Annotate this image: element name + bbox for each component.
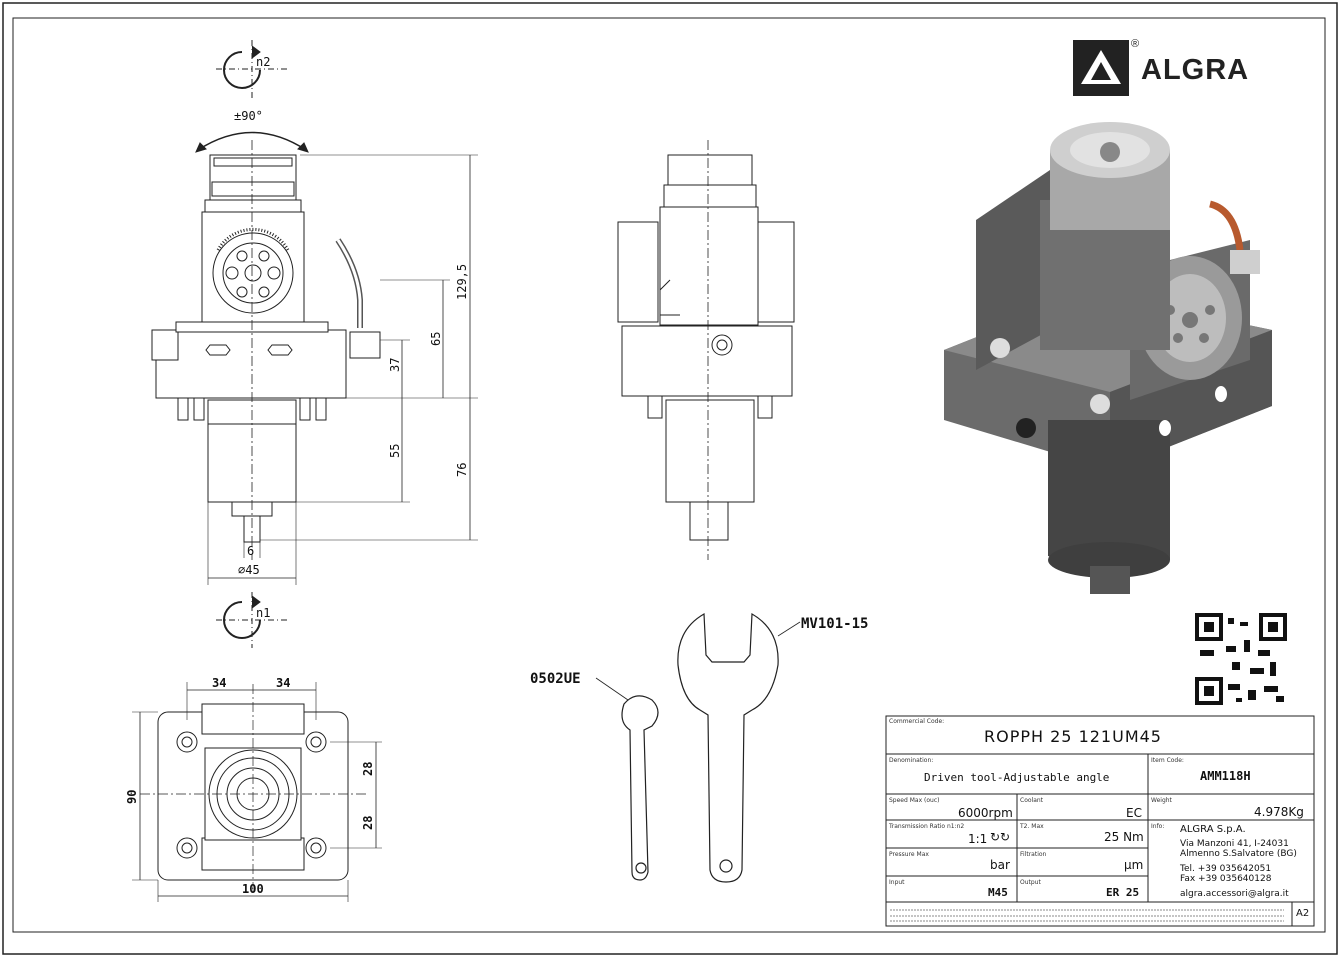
- rotation-arrow-bottom: [223, 601, 261, 639]
- label-wrench-code: MV101-15: [801, 616, 868, 632]
- ring-spanner: [595, 677, 659, 881]
- front-view: [151, 40, 478, 648]
- dim-45: ∅45: [238, 563, 260, 577]
- inner-frame: [12, 17, 1326, 933]
- front-view-labels: n2 ±90° 129,5 65 37 55 76 6 ∅45 n1: [234, 55, 469, 620]
- dim-34-left: 34: [212, 676, 226, 690]
- dim-37: 37: [388, 358, 402, 372]
- dim-76: 76: [455, 463, 469, 477]
- dim-100: 100: [242, 882, 264, 896]
- dim-129-5: 129,5: [455, 264, 469, 300]
- wrench: [677, 612, 801, 883]
- swivel-arc: [197, 131, 307, 151]
- label-swivel: ±90°: [234, 109, 263, 123]
- label-n1: n1: [256, 606, 270, 620]
- arrow-head: [251, 45, 261, 59]
- dim-34-right: 34: [276, 676, 290, 690]
- dim-65: 65: [429, 332, 443, 346]
- label-ring-code: 0502UE: [530, 671, 581, 687]
- brand-logo: ® ALGRA: [1073, 38, 1297, 98]
- qr-code: [1195, 613, 1287, 705]
- label-n2: n2: [256, 55, 270, 69]
- brand-name: ALGRA: [1141, 54, 1250, 86]
- dim-90: 90: [125, 790, 139, 804]
- dim-55: 55: [388, 444, 402, 458]
- registered-mark: ®: [1131, 38, 1140, 50]
- dim-6: 6: [247, 544, 254, 558]
- logo-triangle-icon: [1073, 40, 1129, 96]
- plan-view: [132, 682, 382, 902]
- dim-28-top: 28: [361, 762, 375, 776]
- rotation-arrow-top: [223, 51, 261, 89]
- plan-view-labels: 34 34 90 28 28 100: [125, 676, 375, 896]
- dim-28-bottom: 28: [361, 816, 375, 830]
- accessory-labels: MV101-15 0502UE: [530, 616, 868, 687]
- side-view: [617, 140, 795, 560]
- title-block-grid: [885, 715, 1315, 927]
- product-render: [944, 122, 1272, 594]
